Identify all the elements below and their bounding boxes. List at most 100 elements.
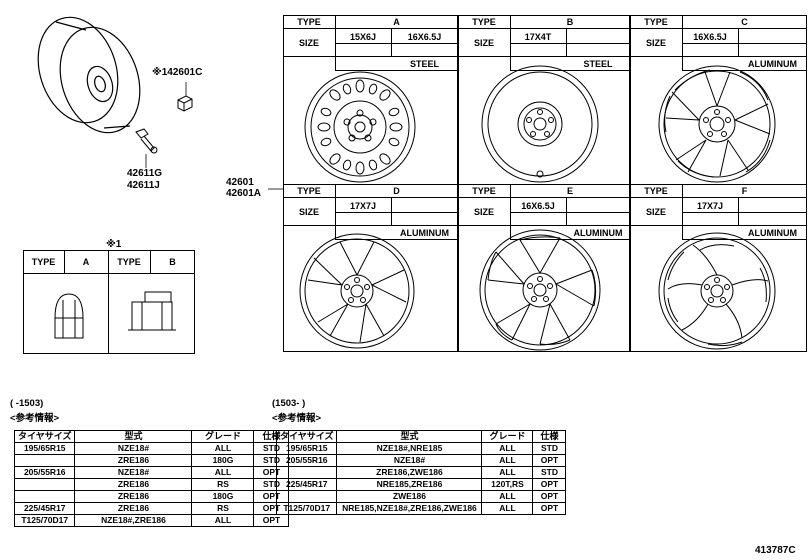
table-cell: RS bbox=[191, 478, 255, 491]
nut-type-b-icon bbox=[128, 291, 176, 331]
wheel-size-1: 16X6.5J bbox=[521, 200, 555, 211]
table-cell: ALL bbox=[191, 514, 255, 527]
wheel-b-illustration bbox=[481, 65, 599, 183]
ref-right-period: (1503- ) bbox=[272, 398, 306, 409]
table-cell: 225/45R17 bbox=[275, 478, 338, 491]
wheel-type-label: TYPE bbox=[472, 186, 496, 196]
wheel-part-number-2: 42601A bbox=[226, 188, 262, 199]
wheel-size-label: SIZE bbox=[473, 207, 494, 217]
wheel-cell bbox=[283, 184, 458, 352]
wheel-size-label: SIZE bbox=[298, 38, 319, 48]
wheel-material: STEEL bbox=[583, 59, 613, 69]
table-cell: 180G bbox=[191, 490, 255, 503]
table-cell: 205/55R16 bbox=[13, 466, 76, 479]
table-cell: ZRE186 bbox=[74, 502, 193, 515]
table-cell bbox=[275, 490, 338, 503]
wheel-type-value: D bbox=[393, 186, 400, 196]
nut-type-table bbox=[23, 250, 195, 354]
table-cell: ZRE186 bbox=[74, 478, 193, 491]
wheel-type-label: TYPE bbox=[297, 186, 321, 196]
wheel-type-value: A bbox=[393, 17, 400, 27]
ref-left-title: <参考情報> bbox=[10, 413, 60, 424]
table-cell: ALL bbox=[481, 454, 534, 467]
wheel-a-illustration bbox=[304, 71, 416, 183]
wheel-size-2 bbox=[566, 30, 630, 43]
table-cell: ZRE186 bbox=[74, 454, 193, 467]
nut-type-a: A bbox=[82, 257, 90, 267]
table-cell: 205/55R16 bbox=[275, 454, 338, 467]
wheel-c-illustration bbox=[658, 65, 776, 183]
wheel-type-label: TYPE bbox=[644, 17, 668, 27]
wheel-size-2 bbox=[738, 30, 807, 43]
wheel-type-value: B bbox=[566, 17, 574, 27]
wheel-type-label: TYPE bbox=[297, 17, 321, 27]
table-cell: ZWE186 bbox=[336, 490, 483, 503]
wheel-type-label: TYPE bbox=[472, 17, 496, 27]
wheel-cell bbox=[630, 184, 807, 352]
wheel-size-1: 15X6J bbox=[349, 31, 377, 42]
table-cell: NZE18# bbox=[74, 466, 193, 479]
table-cell: ZRE186,ZWE186 bbox=[336, 466, 483, 479]
table-cell bbox=[13, 478, 76, 491]
footnote-mark: ※1 bbox=[106, 239, 122, 250]
table-cell: RS bbox=[191, 502, 255, 515]
table-cell: ALL bbox=[481, 442, 534, 455]
table-cell: NZE18# bbox=[74, 442, 193, 455]
table-cell: ALL bbox=[481, 466, 534, 479]
wheel-size-label: SIZE bbox=[645, 207, 666, 217]
wheel-size-1: 17X4T bbox=[524, 31, 552, 42]
nut-type-label-a: TYPE bbox=[31, 257, 56, 267]
table-cell: NRE185,NZE18#,ZRE186,ZWE186 bbox=[336, 502, 483, 515]
table-cell: ZRE186 bbox=[74, 490, 193, 503]
table-cell bbox=[13, 490, 76, 503]
wheel-type-value: E bbox=[566, 186, 573, 196]
wheel-size-2: 16X6.5J bbox=[407, 31, 442, 42]
valve-icon bbox=[135, 128, 158, 154]
ref-right-header: グレード bbox=[481, 430, 534, 443]
valve-part-number-2: 42611J bbox=[127, 180, 160, 191]
table-cell: OPT bbox=[532, 454, 567, 467]
wheel-type-value: F bbox=[741, 186, 748, 196]
wheel-size-1: 16X6.5J bbox=[693, 31, 727, 42]
ref-right-title: <参考情報> bbox=[272, 413, 322, 424]
wheel-size-2 bbox=[391, 199, 458, 212]
table-cell: NZE18#,ZRE186 bbox=[74, 514, 193, 527]
table-cell: ALL bbox=[481, 490, 534, 503]
wheel-size-1: 17X7J bbox=[349, 200, 377, 211]
table-cell bbox=[13, 454, 76, 467]
table-cell: 120T,RS bbox=[481, 478, 534, 491]
wheel-material: ALUMINUM bbox=[573, 228, 623, 238]
table-cell bbox=[275, 466, 338, 479]
wheel-size-2 bbox=[566, 199, 630, 212]
wheel-material: ALUMINUM bbox=[400, 228, 449, 238]
wheel-size-1: 17X7J bbox=[696, 200, 724, 211]
nut-type-a-icon bbox=[54, 293, 84, 339]
wheel-part-number-1: 42601 bbox=[226, 177, 254, 188]
table-cell: T125/70D17 bbox=[13, 514, 76, 527]
wheel-e-illustration bbox=[479, 229, 601, 351]
ref-right-header: 仕様 bbox=[532, 430, 567, 443]
table-cell: OPT bbox=[253, 514, 290, 527]
table-cell: NRE185,ZRE186 bbox=[336, 478, 483, 491]
wheel-f-illustration bbox=[658, 232, 776, 350]
wheel-cell bbox=[458, 184, 630, 352]
wheel-type-label: TYPE bbox=[644, 186, 668, 196]
nut-type-label-b: TYPE bbox=[117, 257, 141, 267]
ref-left-header: タイヤサイズ bbox=[13, 430, 76, 443]
table-cell: T125/70D17 bbox=[275, 502, 338, 515]
nut-part-number: ※142601C bbox=[152, 67, 203, 78]
wheel-size-label: SIZE bbox=[645, 38, 666, 48]
table-cell: NZE18#,NRE185 bbox=[336, 442, 483, 455]
table-cell: ALL bbox=[191, 442, 255, 455]
